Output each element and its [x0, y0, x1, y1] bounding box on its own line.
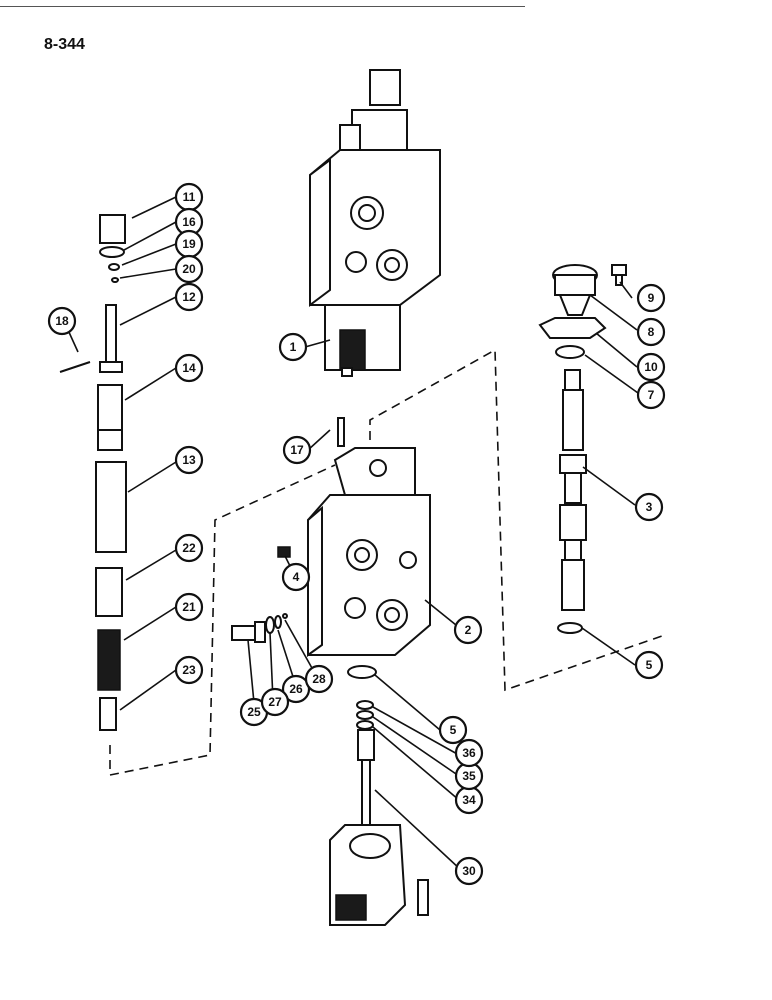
- svg-text:3: 3: [646, 500, 653, 514]
- callout: 12: [174, 282, 204, 312]
- svg-text:21: 21: [182, 600, 196, 614]
- top-rule: [0, 6, 525, 7]
- callout: 30: [454, 856, 484, 886]
- callout: 20: [174, 254, 204, 284]
- assembly-line-left: [109, 464, 336, 776]
- svg-text:5: 5: [450, 723, 457, 737]
- callout: 13: [174, 445, 204, 475]
- callout: 8: [636, 317, 666, 347]
- svg-text:11: 11: [183, 190, 196, 204]
- callout: 9: [636, 283, 666, 313]
- svg-text:28: 28: [312, 672, 326, 686]
- callout: 25: [239, 697, 269, 727]
- svg-text:8: 8: [648, 325, 655, 339]
- svg-text:35: 35: [462, 769, 476, 783]
- svg-text:30: 30: [462, 864, 476, 878]
- svg-text:27: 27: [268, 695, 282, 709]
- pin-17: [337, 417, 345, 447]
- callout: 4: [281, 562, 311, 592]
- callout: 3: [634, 492, 664, 522]
- plug-assembly-25: [231, 613, 288, 643]
- svg-text:16: 16: [182, 215, 196, 229]
- svg-text:12: 12: [182, 290, 196, 304]
- svg-text:13: 13: [182, 453, 196, 467]
- callout: 5: [438, 715, 468, 745]
- callout: 28: [304, 664, 334, 694]
- svg-text:26: 26: [289, 682, 303, 696]
- callout: 1: [278, 332, 308, 362]
- callout: 2: [453, 615, 483, 645]
- svg-text:1: 1: [290, 340, 297, 354]
- callout: 26: [281, 674, 311, 704]
- svg-text:18: 18: [55, 314, 69, 328]
- left-stack-parts: [59, 214, 127, 731]
- end-cover: [329, 824, 407, 926]
- callout: 18: [47, 306, 77, 336]
- svg-text:20: 20: [182, 262, 196, 276]
- callout: 14: [174, 353, 204, 383]
- svg-text:36: 36: [462, 746, 476, 760]
- svg-text:10: 10: [644, 360, 658, 374]
- callout: 17: [282, 435, 312, 465]
- svg-text:25: 25: [247, 705, 261, 719]
- callout: 11: [174, 182, 204, 212]
- callout: 22: [174, 533, 204, 563]
- callout: 19: [174, 229, 204, 259]
- svg-text:9: 9: [648, 291, 655, 305]
- svg-text:22: 22: [182, 541, 196, 555]
- valve-section-body-2: [307, 447, 431, 657]
- svg-text:4: 4: [293, 570, 300, 584]
- svg-text:2: 2: [465, 623, 472, 637]
- svg-text:14: 14: [182, 361, 196, 375]
- callout: 5: [634, 650, 664, 680]
- svg-text:19: 19: [182, 237, 196, 251]
- svg-text:7: 7: [648, 388, 655, 402]
- callout: 23: [174, 655, 204, 685]
- callout: 27: [260, 687, 290, 717]
- svg-text:23: 23: [182, 663, 196, 677]
- page-number: 8-344: [44, 36, 85, 53]
- callout: 21: [174, 592, 204, 622]
- spool-3: [538, 264, 627, 634]
- svg-text:5: 5: [646, 658, 653, 672]
- svg-text:17: 17: [290, 443, 304, 457]
- assembly-line-right: [369, 348, 666, 692]
- callout: 10: [636, 352, 666, 382]
- callout: 34: [454, 785, 484, 815]
- callout: 7: [636, 380, 666, 410]
- bolt: [417, 879, 429, 916]
- svg-text:34: 34: [462, 793, 476, 807]
- callout: 36: [454, 738, 484, 768]
- plug-4: [277, 546, 291, 558]
- leader-lines: [67, 196, 639, 871]
- valve-section-assembly-1: [309, 69, 441, 377]
